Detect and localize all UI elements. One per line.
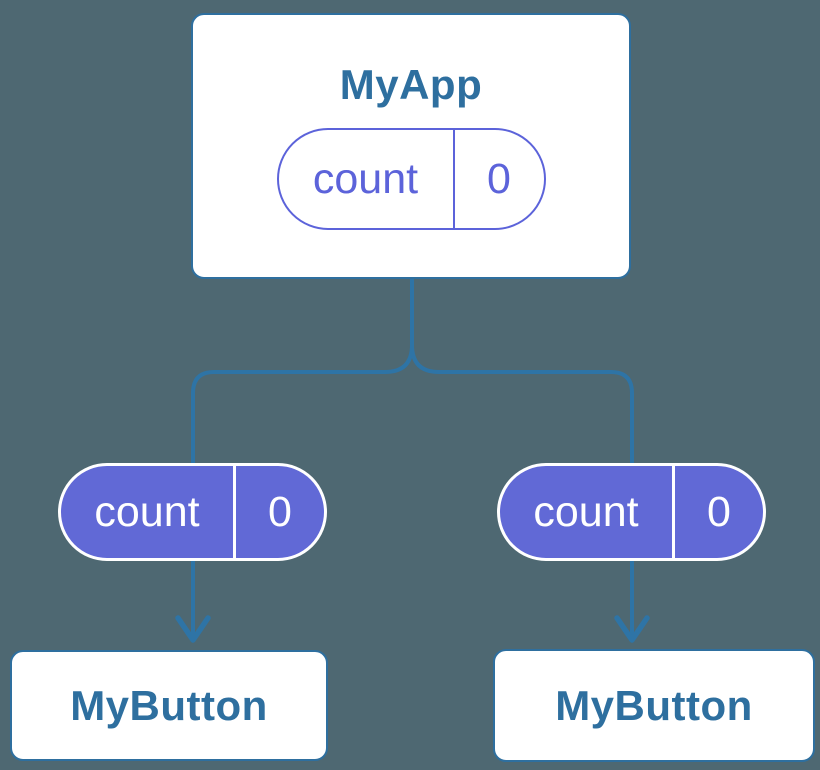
node-mybutton-right: MyButton: [493, 649, 815, 762]
node-mybutton-left-label: MyButton: [70, 681, 268, 729]
node-mybutton-right-label: MyButton: [555, 681, 753, 729]
prop-pill-left-name: count: [94, 487, 200, 536]
arrowhead-right-icon: [614, 615, 650, 643]
node-myapp: MyApp count 0: [191, 13, 631, 279]
prop-pill-left: count 0: [58, 463, 327, 561]
node-mybutton-left: MyButton: [10, 650, 328, 761]
prop-pill-right-name: count: [533, 487, 639, 536]
state-pill-name: count: [312, 154, 419, 203]
connector-root-to-left: [191, 279, 414, 637]
prop-pill-right: count 0: [497, 463, 766, 561]
state-pill-myapp: count 0: [276, 128, 546, 230]
arrowhead-left-icon: [175, 615, 211, 643]
state-pill-value: 0: [452, 130, 544, 228]
connector-root-to-right: [410, 344, 634, 637]
prop-pill-right-value: 0: [672, 466, 763, 558]
prop-pill-left-value: 0: [233, 466, 324, 558]
node-myapp-label: MyApp: [339, 61, 483, 108]
